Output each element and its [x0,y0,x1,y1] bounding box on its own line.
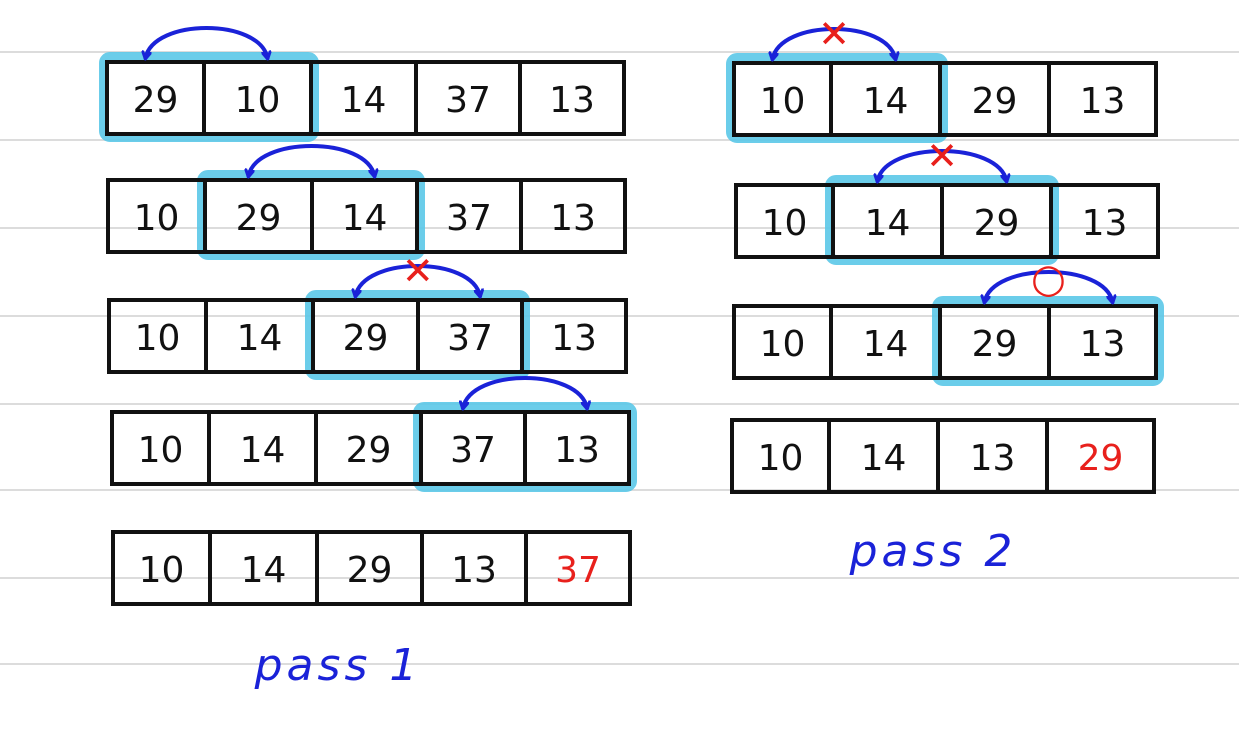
cell-value: 37 [445,80,491,121]
sorted-value: 37 [555,550,601,591]
cell-value: 10 [138,430,184,471]
cell-value: 13 [1082,203,1128,244]
pass1-row-5: 10 14 29 13 37 [111,530,632,606]
cell-value: 29 [343,318,389,359]
swap-arrow [249,144,375,176]
pass1-row-1: 29 10 14 37 13 [99,26,626,142]
cell-value: 29 [236,198,282,239]
cell-value: 29 [346,430,392,471]
cell-value: 29 [972,81,1018,122]
sorted-value: 29 [1078,438,1124,479]
cell-value: 37 [447,318,493,359]
cell-value: 10 [134,198,180,239]
cell-value: 13 [550,198,596,239]
cell-value: 37 [446,198,492,239]
pass1-row-3: 10 14 29 37 13 ✕ [107,249,628,380]
cell-value: 13 [551,318,597,359]
cell-value: 14 [863,324,909,365]
pass2-row-1: 10 14 29 13 ✕ [726,12,1158,143]
cell-value: 10 [760,324,806,365]
no-swap-cross-mark: ✕ [402,249,434,293]
cell-value: 14 [861,438,907,479]
array-cell [1047,61,1158,137]
swap-arrow [878,149,1007,181]
array-cell [520,298,628,374]
swap-arrow [985,270,1113,302]
array-cell [1047,304,1158,380]
array-cell [523,410,631,486]
cell-value: 10 [135,318,181,359]
pass2-row-3: 10 14 29 13 ○ [732,256,1164,386]
cell-value: 14 [240,430,286,471]
array-cell [524,530,632,606]
cell-value: 13 [1080,324,1126,365]
pass-1-label: pass 1 [254,640,422,691]
cell-value: 13 [970,438,1016,479]
pass-2-panel: 10 14 29 13 ✕ 10 14 29 13 ✕ 10 14 29 13 ○ 10 14 13 29 [726,12,1164,494]
pass2-row-2: 10 14 29 13 ✕ [734,134,1160,265]
cell-value: 13 [451,550,497,591]
array-cell [519,178,627,254]
cell-value: 10 [760,81,806,122]
array-cell [1049,183,1160,259]
swap-arrow [356,264,481,296]
cell-value: 14 [241,550,287,591]
swap-arrow [773,27,896,59]
cell-value: 13 [549,80,595,121]
cell-value: 10 [762,203,808,244]
cell-value: 37 [450,430,496,471]
cell-value: 29 [974,203,1020,244]
cell-value: 14 [865,203,911,244]
cell-value: 13 [1080,81,1126,122]
pass-2-label: pass 2 [849,526,1017,577]
cell-value: 10 [139,550,185,591]
cell-value: 13 [554,430,600,471]
pass1-row-4: 10 14 29 37 13 [110,376,637,492]
cell-value: 29 [347,550,393,591]
no-swap-cross-mark: ✕ [926,134,958,178]
array-cell [518,60,626,136]
cell-value: 29 [972,324,1018,365]
swap-circle-mark: ○ [1031,256,1066,302]
pass2-row-4: 10 14 13 29 [730,418,1156,494]
cell-value: 14 [863,81,909,122]
swap-arrow [463,376,587,408]
cell-value: 14 [237,318,283,359]
pass1-row-2: 10 29 14 37 13 [106,144,627,260]
cell-value: 10 [758,438,804,479]
array-cell [1045,418,1156,494]
cell-value: 14 [341,80,387,121]
swap-arrow [146,26,268,58]
cell-value: 14 [342,198,388,239]
ruled-lines [0,51,1239,665]
cell-value: 10 [235,80,281,121]
cell-value: 29 [133,80,179,121]
no-swap-cross-mark: ✕ [818,12,850,56]
